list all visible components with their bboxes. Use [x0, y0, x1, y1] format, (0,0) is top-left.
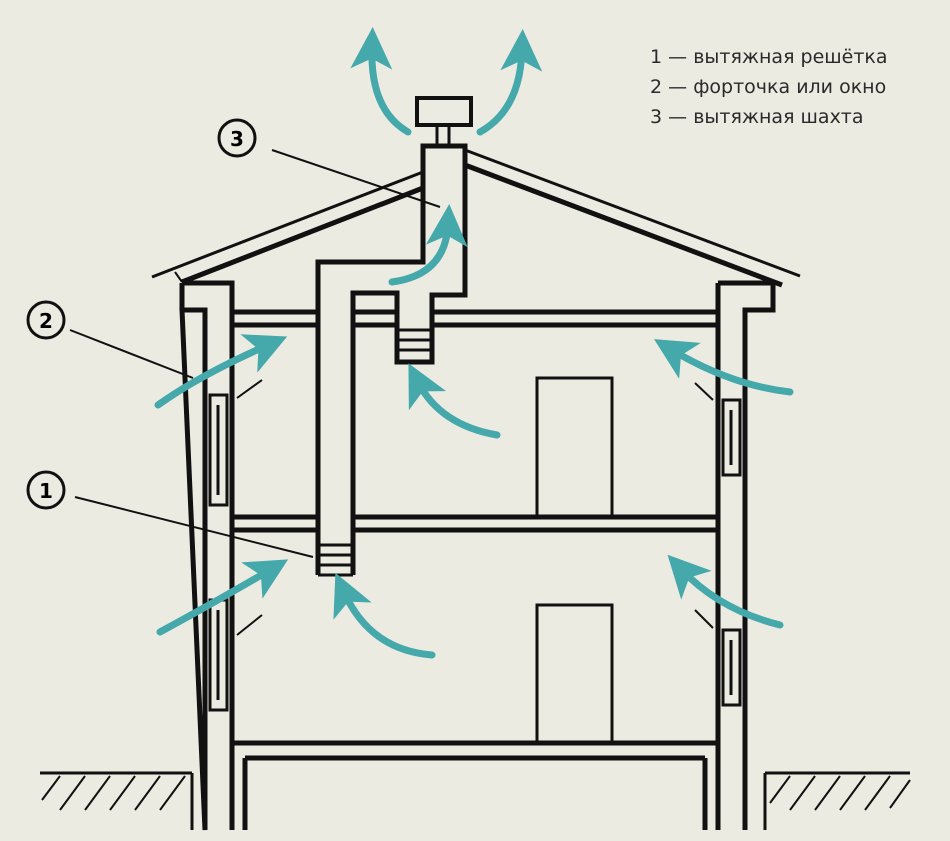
airflow-arrow: [476, 29, 543, 136]
airflow-arrow: [388, 204, 468, 286]
airflow-arrow: [333, 572, 436, 659]
callout-1: 1: [26, 470, 66, 510]
airflow-arrow: [667, 554, 784, 629]
legend-item-3: 3 — вытяжная шахта: [650, 106, 864, 128]
callout-2: 2: [26, 300, 66, 340]
airflow-arrow: [408, 363, 501, 439]
svg-text:3: 3: [230, 127, 244, 151]
legend-item-2: 2 — форточка или окно: [650, 76, 887, 98]
airflow-arrows: [154, 27, 794, 659]
airflow-arrow: [154, 334, 288, 409]
airflow-arrow: [654, 339, 794, 396]
exhaust-grille-top: [397, 328, 432, 352]
legend: 1 — вытяжная решётка 2 — форточка или ок…: [650, 42, 888, 132]
callout-3: 3: [217, 118, 257, 158]
svg-text:1: 1: [39, 479, 53, 503]
left-wall: [179, 280, 235, 831]
airflow-arrow: [156, 559, 289, 636]
airflow-arrow: [350, 27, 412, 136]
svg-text:2: 2: [39, 309, 53, 333]
right-wall: [715, 280, 776, 830]
doors: [535, 376, 614, 744]
legend-item-1: 1 — вытяжная решётка: [650, 46, 888, 68]
exhaust-shaft: [315, 96, 473, 575]
windows: [208, 379, 742, 712]
floor-slabs: [232, 309, 718, 830]
roof: [151, 148, 801, 288]
leader-lines: [69, 149, 441, 558]
ground: [40, 771, 911, 830]
exhaust-grille-lower: [318, 543, 353, 577]
